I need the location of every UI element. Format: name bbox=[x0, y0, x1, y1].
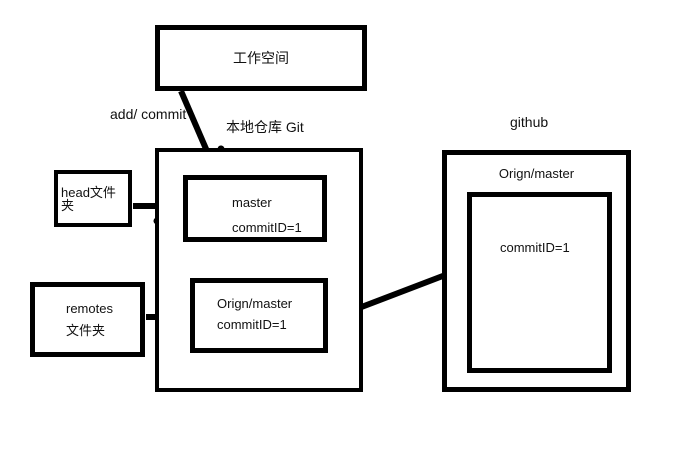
github-origin-master-title: Orign/master bbox=[498, 166, 575, 181]
github-label: github bbox=[510, 114, 549, 130]
remotes-folder-line2: 文件夹 bbox=[66, 323, 106, 338]
local-origin-name: Orign/master bbox=[217, 296, 293, 311]
workspace-box-label: 工作空间 bbox=[233, 50, 289, 66]
workspace-box: 工作空间 bbox=[155, 25, 367, 91]
master-box: master commitID=1 bbox=[183, 175, 327, 242]
local-repo-label: 本地仓库 Git bbox=[226, 119, 304, 135]
add-commit-label: add/ commit bbox=[110, 106, 187, 122]
master-box-commit-id: commitID=1 bbox=[232, 220, 302, 235]
remotes-folder-line1: remotes bbox=[66, 301, 113, 316]
github-inner-box: commitID=1 bbox=[467, 192, 612, 373]
local-origin-commit-id: commitID=1 bbox=[217, 317, 287, 332]
master-box-name: master bbox=[232, 195, 272, 210]
remotes-folder-box: remotes 文件夹 bbox=[30, 282, 145, 357]
head-folder-box: head文件夹 bbox=[54, 170, 132, 227]
local-origin-box: Orign/master commitID=1 bbox=[190, 278, 328, 353]
github-commit-id: commitID=1 bbox=[500, 240, 570, 255]
head-folder-label: head文件夹 bbox=[61, 184, 116, 213]
